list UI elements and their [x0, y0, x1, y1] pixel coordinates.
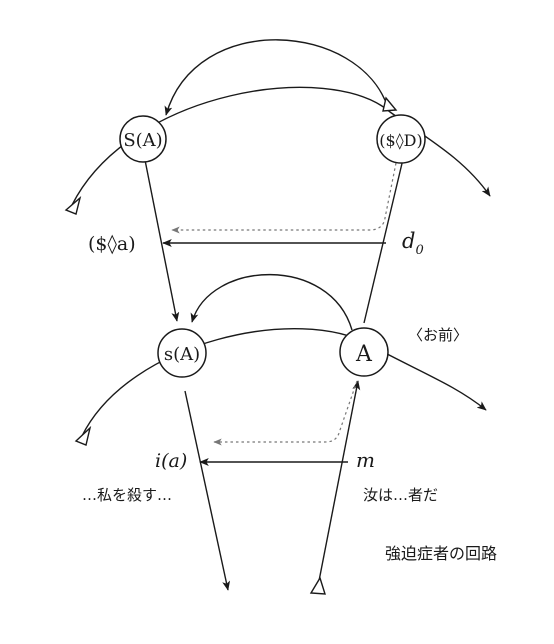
- you-label: 〈お前〉: [408, 326, 468, 344]
- ego-label: m: [356, 448, 375, 472]
- upper-arch-curve: [164, 39, 389, 116]
- dotted-path-upper: [171, 162, 397, 234]
- node-label-signified: s(A): [164, 344, 200, 365]
- diagram-caption: 強迫症者の回路: [385, 544, 497, 563]
- node-circle-other-a: [339, 327, 389, 377]
- left-vertical-line-upper: [144, 159, 180, 322]
- you-are-label: 汝は…者だ: [363, 486, 438, 504]
- demand-subscript: 0: [415, 243, 423, 258]
- image-label: i(a): [155, 450, 187, 472]
- triangle-start-upper-left: [64, 196, 82, 215]
- lower-signifier-arc: [81, 328, 487, 437]
- right-vertical-line-upper: [363, 154, 405, 324]
- node-circle-signified: [157, 328, 207, 378]
- left-vertical-line-lower: [184, 390, 231, 591]
- lower-arch-curve: [190, 274, 353, 331]
- triangle-start-bottom-right: [309, 576, 326, 595]
- node-label-drive: ($◊D): [379, 131, 422, 150]
- right-vertical-line-lower: [317, 380, 361, 587]
- node-circle-drive: [376, 114, 426, 164]
- demand-label: d0: [402, 229, 424, 258]
- node-circle-big-other: [119, 115, 167, 163]
- fantasy-label: ($◊a): [88, 233, 136, 255]
- triangle-start-lower-left: [74, 425, 92, 446]
- dotted-path-lower: [213, 380, 358, 446]
- node-label-big-other: S(A): [123, 130, 162, 151]
- triangle-upper-arch-start: [382, 96, 398, 112]
- node-label-other-a: A: [355, 342, 373, 367]
- demand-symbol: d: [402, 229, 415, 253]
- kill-me-label: …私を殺す…: [82, 486, 172, 504]
